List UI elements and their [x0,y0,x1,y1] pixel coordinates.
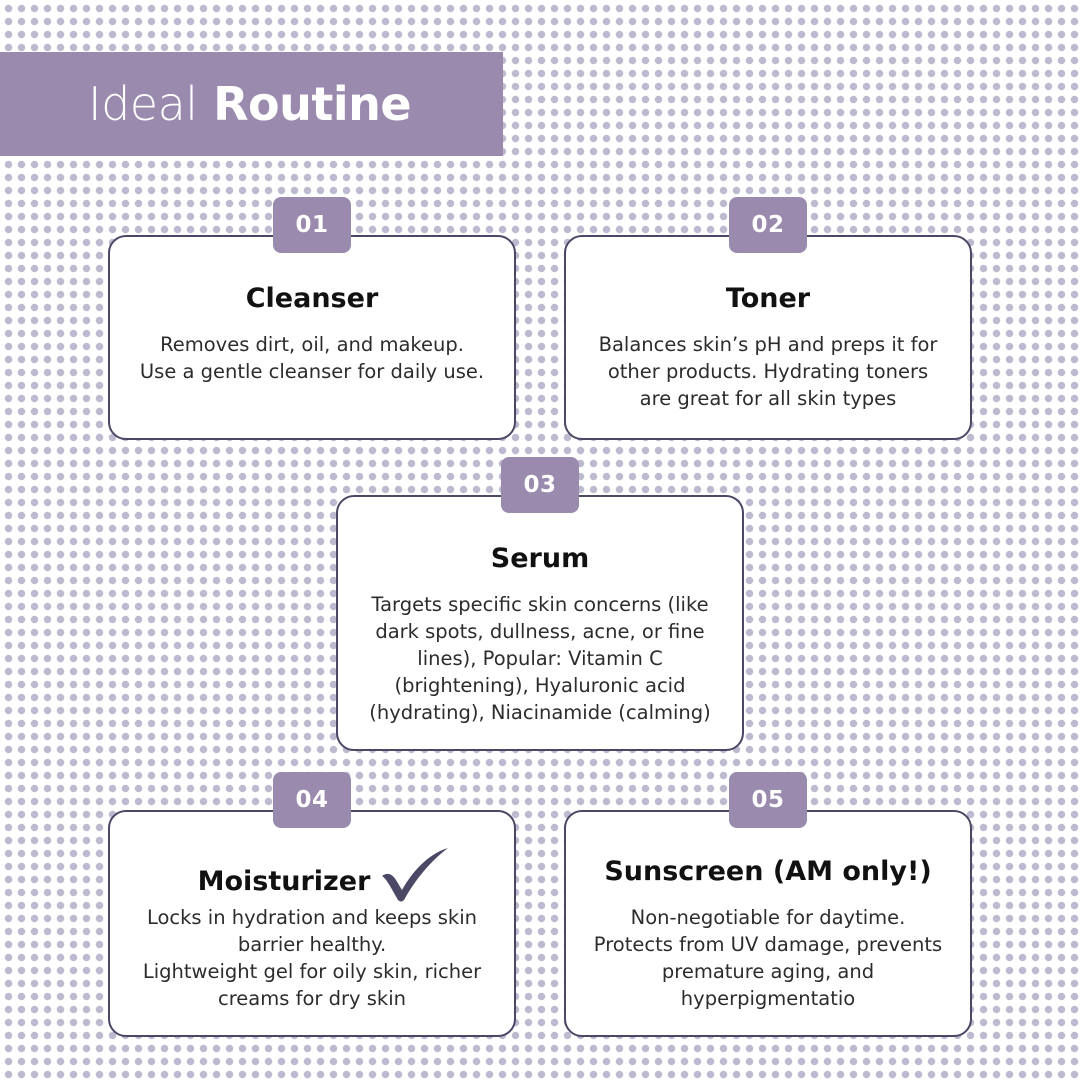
step-card-moisturizer: Moisturizer Locks in hydration and keeps… [108,810,516,1037]
step-title: Serum [490,543,590,574]
step-description: Targets specific skin concerns (like dar… [340,591,740,726]
description-line: premature aging, and [661,960,875,983]
description-line: Locks in hydration and keeps skin [146,906,478,929]
description-line: lines), Popular: Vitamin C [417,647,663,670]
step-title: Moisturizer [197,866,371,897]
description-line: (hydrating), Niacinamide (calming) [369,701,711,724]
description-line: dark spots, dullness, acne, or fine [375,620,705,643]
description-line: Protects from UV damage, prevents [593,933,943,956]
description-line: Targets specific skin concerns (like [371,593,709,616]
step-number-badge: 02 [729,197,807,253]
step-description: Locks in hydration and keeps skin barrie… [118,904,506,1012]
step-description: Removes dirt, oil, and makeup. Use a gen… [118,331,506,385]
checkmark-icon [380,846,450,907]
description-line: Use a gentle cleanser for daily use. [139,360,485,383]
description-line: Non-negotiable for daytime. [630,906,906,929]
step-title: Sunscreen (AM only!) [604,856,932,887]
page-title: Ideal Routine [88,81,412,127]
step-description: Balances skin’s pH and preps it for othe… [574,331,962,412]
step-number-badge: 04 [273,772,351,828]
step-title-row: Moisturizer [110,848,514,913]
description-line: barrier healthy. [237,933,387,956]
page-title-bold: Routine [213,77,412,131]
description-line: Balances skin’s pH and preps it for [598,333,938,356]
step-card-sunscreen: Sunscreen (AM only!) Non-negotiable for … [564,810,972,1037]
description-line: are great for all skin types [639,387,897,410]
description-line: Removes dirt, oil, and makeup. [160,333,464,356]
description-line: Lightweight gel for oily skin, richer [142,960,482,983]
step-description: Non-negotiable for daytime. Protects fro… [574,904,962,1012]
description-line: creams for dry skin [218,987,406,1010]
title-banner: Ideal Routine [0,52,503,156]
step-number-badge: 01 [273,197,351,253]
step-title: Cleanser [245,283,379,314]
step-number-badge: 05 [729,772,807,828]
page-title-light: Ideal [88,77,198,131]
step-card-toner: Toner Balances skin’s pH and preps it fo… [564,235,972,440]
step-title: Toner [725,283,811,314]
description-line: (brightening), Hyaluronic acid [394,674,686,697]
step-card-serum: Serum Targets specific skin concerns (li… [336,495,744,751]
step-card-cleanser: Cleanser Removes dirt, oil, and makeup. … [108,235,516,440]
step-number-badge: 03 [501,457,579,513]
description-line: other products. Hydrating toners [607,360,929,383]
description-line: hyperpigmentatio [680,987,856,1010]
